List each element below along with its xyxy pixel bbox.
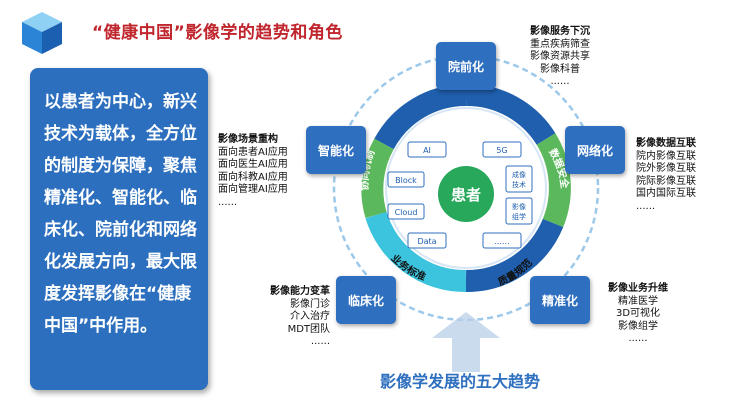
tech-box-cloud: [387, 203, 425, 220]
note-right-item: 国内国际互联: [636, 188, 696, 199]
note-top-item: ......: [550, 76, 570, 87]
note-bottom-right-item: ......: [628, 333, 648, 344]
tech-box-data: [407, 232, 447, 249]
tech-label-radiomics-2: 组学: [512, 212, 526, 221]
trend-pre-hospital: 院前化: [436, 42, 496, 90]
tech-label-cloud: Cloud: [395, 208, 418, 217]
note-top-item: 影像资源共享: [530, 51, 590, 62]
trend-clinical: 临床化: [336, 276, 396, 324]
cube-logo-icon: [22, 12, 62, 54]
note-left-item: ......: [218, 196, 238, 208]
tech-box-block: [387, 171, 425, 188]
note-right-item: 院际影像互联: [636, 175, 696, 187]
note-top-heading: 影像服务下沉: [530, 26, 590, 37]
note-left-item: 面向医生AI应用: [218, 159, 288, 170]
tech-box-more: [482, 232, 522, 249]
tech-box-imaging-tech: [505, 165, 533, 193]
tech-box-radiomics: [505, 197, 533, 225]
tech-box-ai: [407, 141, 447, 158]
note-left-heading: 影像场景重构: [218, 134, 278, 145]
tech-label-data: Data: [417, 237, 436, 246]
tech-label-more: ......: [494, 237, 509, 246]
note-bottom-right-item: 影像组学: [618, 320, 658, 332]
note-right-item: ......: [636, 200, 656, 212]
trend-intelligent-label: 智能化: [317, 143, 354, 158]
trend-precision: 精准化: [530, 276, 590, 324]
page-title: “健康中国”影像学的趋势和角色: [92, 23, 343, 43]
ring-arc-collab: [361, 138, 394, 219]
note-bottom-left-item: ......: [310, 336, 330, 347]
note-right: 影像数据互联 院内影像互联 院外影像互联 院际影像互联 国内国际互联 .....…: [636, 138, 726, 213]
note-bottom-left-item: 影像门诊: [290, 298, 330, 310]
tech-label-block: Block: [395, 176, 417, 185]
note-bottom-left-item: MDT团队: [287, 323, 330, 335]
note-left-item: 面向患者AI应用: [218, 146, 288, 158]
ring-arc-standards: [365, 211, 467, 293]
note-bottom-right-heading: 影像业务升维: [608, 283, 668, 294]
tech-label-radiomics-1: 影像: [512, 202, 526, 211]
note-left: 影像场景重构 面向患者AI应用 面向医生AI应用 面向科教AI应用 面向管理AI…: [218, 134, 308, 209]
summary-panel: 以患者为中心，新兴技术为载体，全方位的制度为保障，聚焦精准化、智能化、临床化、院…: [30, 68, 208, 390]
note-right-item: 院外影像互联: [636, 163, 696, 174]
ring-arc-quality: [465, 218, 564, 293]
note-right-heading: 影像数据互联: [636, 138, 696, 149]
ring-arc-reform-left: [374, 83, 467, 150]
note-top-item: 重点疾病筛查: [530, 38, 590, 50]
trend-network: 网络化: [565, 126, 625, 174]
trend-pre-hospital-label: 院前化: [447, 59, 484, 74]
note-bottom-right: 影像业务升维 精准医学 3D可视化 影像组学 ......: [596, 283, 680, 346]
note-bottom-right-item: 精准医学: [618, 295, 658, 307]
trend-precision-label: 精准化: [541, 293, 578, 308]
tech-label-5g: 5G: [496, 146, 507, 155]
trend-clinical-label: 临床化: [347, 293, 384, 308]
tech-label-imaging-tech-1: 成像: [512, 170, 526, 179]
tech-label-imaging-tech-2: 技术: [512, 180, 526, 189]
note-left-item: 面向科教AI应用: [218, 171, 288, 183]
note-bottom-left: 影像能力变革 影像门诊 介入治疗 MDT团队 ......: [240, 286, 330, 349]
trend-network-label: 网络化: [576, 143, 613, 158]
tech-box-5g: [482, 141, 522, 158]
trend-intelligent: 智能化: [306, 126, 366, 174]
note-bottom-left-item: 介入治疗: [290, 311, 330, 322]
center-label: 患者: [451, 186, 481, 204]
ring-arc-security: [536, 133, 571, 228]
bottom-title: 影像学发展的五大趋势: [380, 372, 541, 391]
note-right-item: 院内影像互联: [636, 150, 696, 162]
note-bottom-right-item: 3D可视化: [615, 308, 661, 319]
note-left-item: 面向管理AI应用: [218, 184, 288, 195]
note-bottom-left-heading: 影像能力变革: [270, 286, 330, 297]
ring-arc-reform-right: [465, 83, 556, 146]
center-circle: [438, 166, 494, 222]
note-top: 影像服务下沉 重点疾病筛查 影像资源共享 影像科普 ......: [510, 26, 610, 89]
note-top-item: 影像科普: [540, 63, 580, 75]
up-arrow-icon: [432, 312, 500, 372]
summary-text: 以患者为中心，新兴技术为载体，全方位的制度为保障，聚焦精准化、智能化、临床化、院…: [44, 92, 197, 336]
tech-label-ai: AI: [423, 146, 431, 155]
